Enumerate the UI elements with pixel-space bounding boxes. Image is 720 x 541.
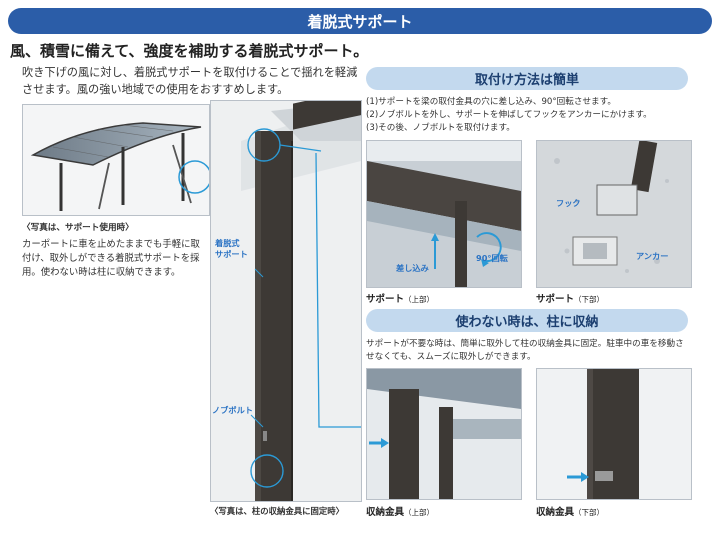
support-top-photo <box>366 140 522 288</box>
label-anchor: アンカー <box>636 251 669 261</box>
headline: 風、積雪に備えて、強度を補助する着脱式サポート。 <box>10 42 369 60</box>
storage-bottom-photo <box>536 368 692 500</box>
storage-top-photo <box>366 368 522 500</box>
carport-caption: 〈写真は、サポート使用時〉 <box>22 223 134 233</box>
storage-section-title: 使わない時は、柱に収納 <box>455 315 599 330</box>
install-section-title-bar: 取付け方法は簡単 <box>366 67 688 90</box>
section-title: 着脱式サポート <box>307 12 413 31</box>
storage-bottom-illustration <box>537 369 691 499</box>
post-caption: 〈写真は、柱の収納金具に固定時〉 <box>210 506 344 516</box>
label-knob-bolt: ノブボルト <box>212 405 253 415</box>
label-detachable-support: 着脱式 サポート <box>215 238 248 259</box>
support-bottom-caption: サポート（下部） <box>536 294 605 305</box>
carport-photo <box>22 104 210 216</box>
install-step-2: (2)ノブボルトを外し、サポートを伸ばしてフックをアンカーにかけます。 <box>366 110 652 120</box>
storage-section-title-bar: 使わない時は、柱に収納 <box>366 309 688 332</box>
storage-top-illustration <box>367 369 521 499</box>
post-photo <box>210 100 362 502</box>
storage-description: サポートが不要な時は、簡単に取外して柱の収納金具に固定。駐車中の車を移動させなく… <box>366 339 684 362</box>
install-section-title: 取付け方法は簡単 <box>474 73 579 88</box>
label-hook: フック <box>556 198 581 208</box>
support-bottom-photo <box>536 140 692 288</box>
storage-top-caption: 収納金具（上部） <box>366 507 435 518</box>
support-top-caption: サポート（上部） <box>366 294 435 305</box>
carport-description: カーポートに車を止めたままでも手軽に取付け、取外しができる着脱式サポートを採用。… <box>22 239 200 278</box>
section-title-bar: 着脱式サポート <box>8 8 712 34</box>
label-rotate-90: 90°回転 <box>476 253 508 263</box>
install-step-1: (1)サポートを梁の取付金具の穴に差し込み、90°回転させます。 <box>366 97 616 107</box>
label-insert: 差し込み <box>396 263 429 273</box>
carport-illustration <box>30 122 209 211</box>
post-illustration <box>241 101 361 501</box>
lead-text: 吹き下げの風に対し、着脱式サポートを取付けることで揺れを軽減させます。風の強い地… <box>22 66 358 96</box>
storage-bottom-caption: 収納金具（下部） <box>536 507 605 518</box>
support-top-illustration <box>367 141 521 287</box>
support-bottom-illustration <box>537 141 691 287</box>
install-step-3: (3)その後、ノブボルトを取付けます。 <box>366 123 515 133</box>
